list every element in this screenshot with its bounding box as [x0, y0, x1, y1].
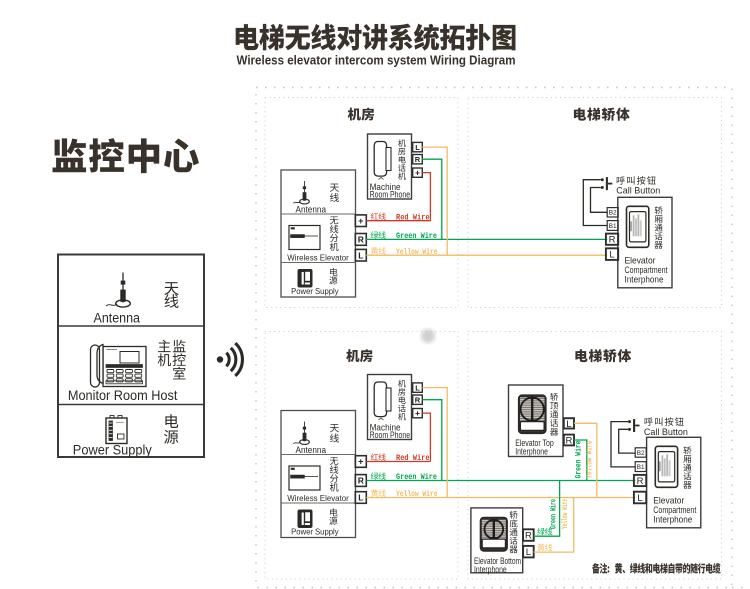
svg-text:L: L — [637, 493, 642, 504]
svg-text:L: L — [415, 383, 420, 392]
svg-text:B2: B2 — [637, 450, 645, 457]
svg-text:B1: B1 — [637, 464, 645, 471]
svg-text:Yellow Wire: Yellow Wire — [396, 248, 438, 257]
svg-text:R: R — [358, 476, 364, 486]
svg-text:R: R — [358, 235, 364, 245]
svg-text:Red Wire: Red Wire — [396, 213, 430, 222]
svg-text:Green Wire: Green Wire — [574, 440, 583, 478]
svg-text:Elevator: Elevator — [653, 495, 684, 505]
svg-text:Interphone: Interphone — [653, 514, 692, 524]
svg-text:Wireless Elevator: Wireless Elevator — [287, 493, 349, 503]
svg-text:Wireless elevator intercom sys: Wireless elevator intercom system Wiring… — [237, 52, 516, 67]
svg-text:R: R — [415, 395, 421, 404]
svg-text:Yellow Wire: Yellow Wire — [396, 490, 438, 499]
svg-text:L: L — [358, 250, 363, 260]
svg-text:+: + — [415, 168, 420, 178]
svg-text:Compartment: Compartment — [653, 505, 696, 515]
svg-text:R: R — [525, 531, 532, 542]
svg-text:Antenna: Antenna — [296, 205, 327, 215]
svg-text:Antenna: Antenna — [296, 445, 327, 455]
svg-text:Elevator Bottom: Elevator Bottom — [474, 556, 521, 566]
svg-text:B1: B1 — [609, 223, 617, 230]
svg-text:Elevator Top: Elevator Top — [515, 438, 554, 448]
svg-text:Interphone: Interphone — [474, 564, 507, 574]
svg-text:Yellow Wire: Yellow Wire — [561, 499, 570, 529]
svg-text:Monitor Room Host: Monitor Room Host — [68, 387, 178, 403]
svg-text:Antenna: Antenna — [94, 311, 141, 327]
svg-text:+: + — [358, 216, 363, 226]
svg-text:Room Phone: Room Phone — [370, 189, 411, 199]
svg-text:+: + — [358, 457, 363, 467]
svg-text:Machine: Machine — [370, 422, 401, 432]
svg-text:Call Button: Call Button — [644, 426, 688, 437]
svg-text:R: R — [637, 476, 644, 487]
svg-text:Compartment: Compartment — [625, 265, 668, 275]
svg-text:Interphone: Interphone — [515, 447, 548, 457]
svg-text:L: L — [526, 547, 531, 558]
svg-text:Power Supply: Power Supply — [291, 286, 339, 296]
svg-text:Call Button: Call Button — [616, 185, 660, 196]
svg-text:R: R — [415, 155, 421, 164]
svg-text:Green Wire: Green Wire — [549, 499, 558, 529]
svg-text:Interphone: Interphone — [625, 274, 664, 284]
svg-text:B2: B2 — [609, 210, 617, 217]
svg-text:R: R — [609, 235, 616, 246]
svg-text:Machine: Machine — [370, 182, 401, 192]
svg-text:L: L — [609, 250, 614, 261]
svg-text:Room Phone: Room Phone — [370, 430, 411, 440]
svg-text:R: R — [565, 435, 572, 446]
svg-text:Yellow Wire: Yellow Wire — [585, 440, 594, 478]
svg-text:Wireless Elevator: Wireless Elevator — [287, 252, 349, 262]
svg-text:Red Wire: Red Wire — [396, 454, 430, 463]
svg-text:Elevator: Elevator — [625, 255, 656, 265]
svg-text:L: L — [358, 493, 363, 503]
svg-text:L: L — [566, 419, 571, 430]
svg-text:Power Supply: Power Supply — [291, 527, 339, 537]
svg-text:+: + — [415, 408, 420, 418]
svg-text:Green Wire: Green Wire — [396, 232, 437, 241]
svg-text:Green Wire: Green Wire — [396, 473, 437, 482]
svg-text:Power Supply: Power Supply — [73, 442, 152, 458]
svg-text:L: L — [415, 143, 420, 152]
